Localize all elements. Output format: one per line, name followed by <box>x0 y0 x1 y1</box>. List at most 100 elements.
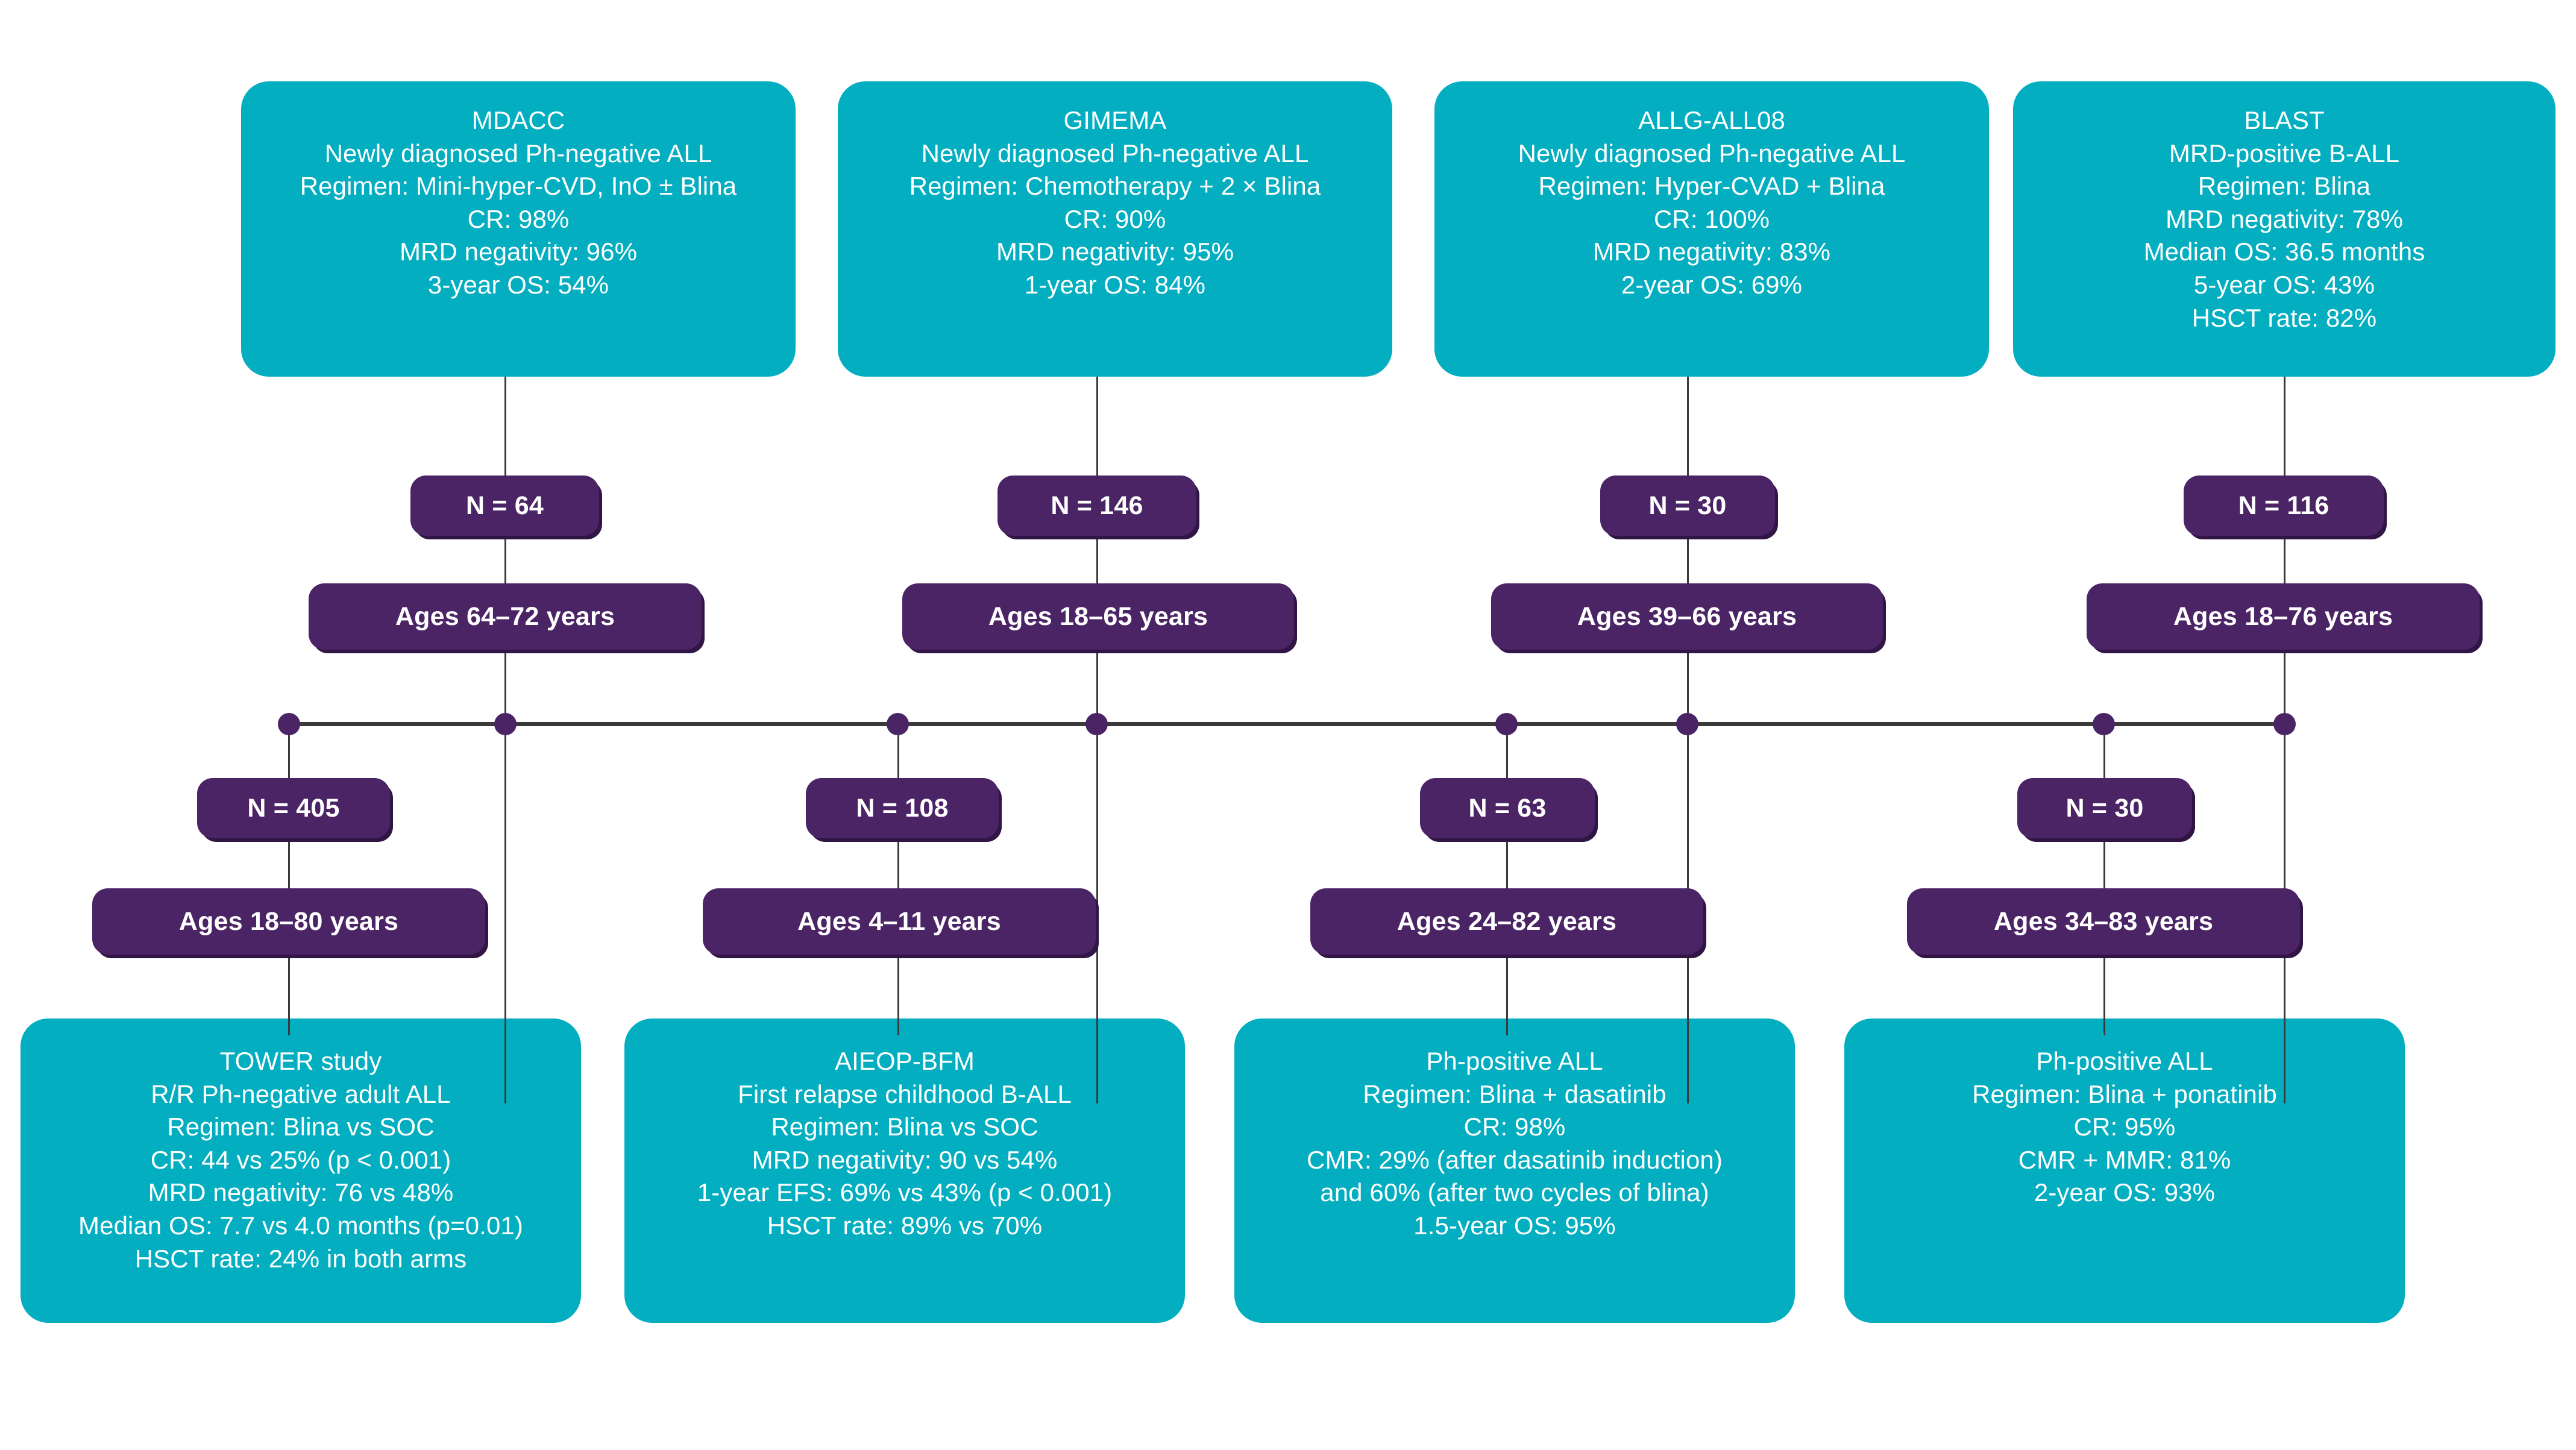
connector-line <box>1687 377 1689 1103</box>
card-line: Regimen: Blina + ponatinib <box>1972 1079 2277 1108</box>
n-badge-label: N = 30 <box>2066 793 2144 823</box>
card-line: AIEOP-BFM <box>835 1047 975 1075</box>
timeline-dot <box>2273 713 2296 735</box>
card-line: Regimen: Chemotherapy + 2 × Blina <box>909 172 1321 201</box>
connector-line <box>1096 377 1098 1103</box>
card-line: BLAST <box>2244 106 2325 134</box>
card-line: MRD negativity: 95% <box>996 237 1234 266</box>
ages-badge-ph-positive-ponatinib: Ages 34–83 years <box>1907 888 2300 955</box>
card-line: Newly diagnosed Ph-negative ALL <box>921 139 1309 168</box>
ages-badge-blast: Ages 18–76 years <box>2087 583 2480 650</box>
card-line: MRD-positive B-ALL <box>2169 139 2400 168</box>
n-badge-label: N = 30 <box>1648 491 1727 520</box>
timeline-dot <box>1085 713 1108 735</box>
n-badge-gimema: N = 146 <box>997 475 1196 536</box>
connector-line <box>504 377 506 1103</box>
card-line: R/R Ph-negative adult ALL <box>151 1079 451 1108</box>
card-line: 3-year OS: 54% <box>427 270 609 299</box>
card-line: Median OS: 36.5 months <box>2143 237 2425 266</box>
timeline-dot <box>887 713 909 735</box>
card-line: ALLG-ALL08 <box>1638 106 1785 134</box>
card-line: and 60% (after two cycles of blina) <box>1320 1178 1709 1207</box>
timeline-dot <box>1495 713 1518 735</box>
card-line: 1.5-year OS: 95% <box>1413 1211 1616 1240</box>
ages-badge-gimema: Ages 18–65 years <box>902 583 1294 650</box>
n-badge-ph-positive-ponatinib: N = 30 <box>2017 778 2192 838</box>
card-line: MRD negativity: 96% <box>399 237 638 266</box>
card-line: Regimen: Blina <box>2197 172 2371 201</box>
n-badge-aieop-bfm: N = 108 <box>806 778 999 838</box>
card-line: CMR: 29% (after dasatinib induction) <box>1307 1145 1723 1174</box>
ages-badge-label: Ages 4–11 years <box>797 906 1001 936</box>
card-line: MDACC <box>471 106 565 134</box>
card-line: CR: 44 vs 25% (p < 0.001) <box>150 1145 451 1174</box>
timeline-dot <box>278 713 300 735</box>
n-badge-mdacc: N = 64 <box>410 475 599 536</box>
card-line: Regimen: Blina + dasatinib <box>1363 1079 1667 1108</box>
n-badge-label: N = 64 <box>465 491 544 520</box>
card-line: Regimen: Mini-hyper-CVD, InO ± Blina <box>300 172 737 201</box>
timeline-axis <box>289 722 2284 726</box>
card-line: Newly diagnosed Ph-negative ALL <box>324 139 712 168</box>
card-line: HSCT rate: 89% vs 70% <box>767 1211 1043 1240</box>
connector-line <box>1506 722 1508 1035</box>
connector-line <box>2103 722 2105 1035</box>
card-line: CR: 95% <box>2073 1113 2176 1141</box>
card-line: Regimen: Blina vs SOC <box>167 1113 435 1141</box>
card-line: TOWER study <box>219 1047 382 1075</box>
card-line: Regimen: Blina vs SOC <box>771 1113 1038 1141</box>
ages-badge-label: Ages 34–83 years <box>1993 906 2214 936</box>
card-line: 5-year OS: 43% <box>2193 270 2375 299</box>
n-badge-tower: N = 405 <box>197 778 390 838</box>
card-line: CR: 100% <box>1653 204 1770 233</box>
study-card-ph-positive-dasatinib: Ph-positive ALL Regimen: Blina + dasatin… <box>1234 1018 1795 1323</box>
card-line: Ph-positive ALL <box>2036 1047 2213 1075</box>
ages-badge-label: Ages 18–76 years <box>2173 601 2393 631</box>
card-line: Regimen: Hyper-CVAD + Blina <box>1538 172 1885 201</box>
card-line: MRD negativity: 78% <box>2165 204 2404 233</box>
ages-badge-label: Ages 18–65 years <box>988 601 1208 631</box>
card-line: 1-year EFS: 69% vs 43% (p < 0.001) <box>697 1178 1113 1207</box>
card-line: Median OS: 7.7 vs 4.0 months (p=0.01) <box>78 1211 523 1240</box>
study-card-aieop-bfm: AIEOP-BFM First relapse childhood B-ALL … <box>624 1018 1185 1323</box>
card-line: GIMEMA <box>1063 106 1167 134</box>
card-line: MRD negativity: 83% <box>1592 237 1831 266</box>
card-line: CMR + MMR: 81% <box>2018 1145 2231 1174</box>
ages-badge-mdacc: Ages 64–72 years <box>309 583 702 650</box>
card-line: 2-year OS: 93% <box>2034 1178 2216 1207</box>
ages-badge-aieop-bfm: Ages 4–11 years <box>703 888 1096 955</box>
card-line: 2-year OS: 69% <box>1621 270 1803 299</box>
ages-badge-tower: Ages 18–80 years <box>92 888 485 955</box>
card-line: First relapse childhood B-ALL <box>738 1079 1072 1108</box>
card-line: CR: 98% <box>1463 1113 1566 1141</box>
card-line: CR: 98% <box>467 204 570 233</box>
timeline-dot <box>494 713 517 735</box>
connector-line <box>897 722 899 1035</box>
connector-line <box>288 722 290 1035</box>
study-card-allg-all08: ALLG-ALL08 Newly diagnosed Ph-negative A… <box>1434 81 1989 377</box>
ages-badge-allg-all08: Ages 39–66 years <box>1491 583 1883 650</box>
card-line: HSCT rate: 24% in both arms <box>134 1244 467 1273</box>
n-badge-label: N = 146 <box>1051 491 1143 520</box>
ages-badge-label: Ages 24–82 years <box>1396 906 1617 936</box>
n-badge-allg-all08: N = 30 <box>1600 475 1775 536</box>
n-badge-label: N = 116 <box>2238 491 2329 520</box>
n-badge-blast: N = 116 <box>2184 475 2384 536</box>
card-line: Newly diagnosed Ph-negative ALL <box>1518 139 1906 168</box>
card-line: 1-year OS: 84% <box>1024 270 1206 299</box>
study-card-ph-positive-ponatinib: Ph-positive ALL Regimen: Blina + ponatin… <box>1844 1018 2405 1323</box>
card-line: Ph-positive ALL <box>1426 1047 1603 1075</box>
study-card-gimema: GIMEMA Newly diagnosed Ph-negative ALL R… <box>838 81 1392 377</box>
card-line: MRD negativity: 76 vs 48% <box>148 1178 454 1207</box>
n-badge-label: N = 405 <box>247 793 340 823</box>
study-card-mdacc: MDACC Newly diagnosed Ph-negative ALL Re… <box>241 81 796 377</box>
study-card-tower: TOWER study R/R Ph-negative adult ALL Re… <box>20 1018 581 1323</box>
n-badge-label: N = 108 <box>856 793 949 823</box>
timeline-dot <box>2093 713 2115 735</box>
n-badge-label: N = 63 <box>1468 793 1547 823</box>
ages-badge-label: Ages 18–80 years <box>178 906 399 936</box>
n-badge-ph-positive-dasatinib: N = 63 <box>1420 778 1595 838</box>
card-line: CR: 90% <box>1064 204 1166 233</box>
card-line: MRD negativity: 90 vs 54% <box>752 1145 1058 1174</box>
connector-line <box>2284 377 2285 1103</box>
